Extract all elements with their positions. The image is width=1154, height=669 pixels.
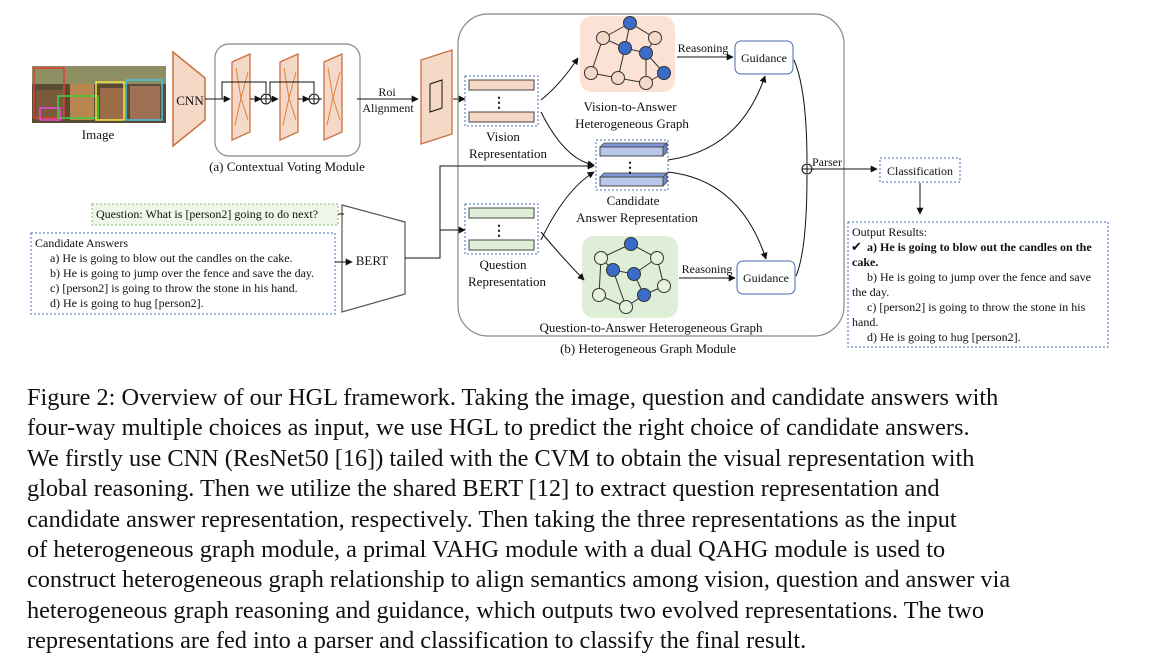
candidate-answer-c: c) [person2] is going to throw the stone… — [50, 281, 298, 295]
caption-line: construct heterogeneous graph relationsh… — [27, 566, 1011, 594]
cvm-voting-planes — [231, 52, 343, 142]
output-answer-b-1: b) He is going to jump over the fence an… — [867, 270, 1091, 284]
image-label: Image — [82, 127, 115, 142]
reasoning-label-top: Reasoning — [678, 41, 729, 55]
caption-line: four-way multiple choices as input, we u… — [27, 414, 970, 442]
guidance-label-top: Guidance — [741, 51, 787, 65]
question-rep-bar-2 — [468, 239, 535, 251]
caption-line: of heterogeneous graph module, a primal … — [27, 536, 946, 564]
vision-rep-bar-1 — [468, 79, 535, 91]
roi-label-1: Roi — [378, 85, 396, 99]
caption-line: candidate answer representation, respect… — [27, 505, 957, 533]
output-answer-d: d) He is going to hug [person2]. — [867, 330, 1021, 344]
candidate-rep-bar-2 — [599, 176, 664, 187]
vision-rep-box — [464, 75, 539, 127]
question-text: Question: What is [person2] going to do … — [96, 207, 318, 221]
candidate-rep-label-2: Answer Representation — [576, 210, 698, 225]
cvm-flow — [205, 81, 322, 105]
qahg-label: Question-to-Answer Heterogeneous Graph — [539, 320, 763, 335]
question-rep-label-1: Question — [480, 257, 527, 272]
parser-label: Parser — [812, 155, 842, 169]
vision-rep-dots: ⋮ — [492, 96, 506, 111]
output-answer-b-2: the day. — [852, 285, 889, 299]
caption-line: heterogeneous graph reasoning and guidan… — [27, 596, 984, 624]
classification-box — [879, 157, 961, 183]
output-results-box — [847, 221, 1109, 348]
question-rep-bar-1 — [468, 207, 535, 219]
vision-rep-label-1: Vision — [486, 129, 520, 144]
output-answer-a-2: cake. — [852, 255, 878, 269]
cvm-box — [214, 43, 361, 157]
output-answer-c-1: c) [person2] is going to throw the stone… — [867, 300, 1086, 314]
hgm-box — [457, 13, 845, 337]
roi-label-2: Alignment — [362, 101, 414, 115]
candidate-answer-a: a) He is going to blow out the candles o… — [50, 251, 293, 265]
hgm-connectors — [540, 53, 878, 282]
bert-outputs — [405, 162, 595, 259]
qahg-graph — [582, 236, 678, 318]
cvm-label: (a) Contextual Voting Module — [209, 159, 365, 174]
guidance-box-bottom — [736, 260, 796, 295]
candidate-answers-title: Candidate Answers — [35, 236, 128, 250]
candidate-rep-bar-1 — [599, 146, 664, 157]
bert-label: BERT — [356, 253, 389, 268]
hgm-label: (b) Heterogeneous Graph Module — [560, 341, 736, 356]
caption-line: We firstly use CNN (ResNet50 [16]) taile… — [27, 444, 975, 472]
cnn-label: CNN — [176, 93, 204, 108]
candidate-rep-dots: ⋮ — [623, 161, 637, 176]
output-check-icon: ✔ — [851, 239, 862, 254]
candidate-answers-box — [30, 232, 336, 315]
vahg-graph — [580, 16, 675, 92]
question-rep-label-2: Representation — [468, 274, 546, 289]
input-image — [32, 66, 166, 123]
candidate-answer-b: b) He is going to jump over the fence an… — [50, 266, 314, 280]
guidance-box-top — [734, 40, 794, 75]
output-results-title: Output Results: — [852, 225, 927, 239]
vahg-label-2: Heterogeneous Graph — [575, 116, 689, 131]
vision-rep-label-2: Representation — [469, 146, 547, 161]
cnn-block — [172, 50, 206, 148]
candidate-rep-box — [595, 139, 669, 191]
guidance-label-bottom: Guidance — [743, 271, 789, 285]
classification-label: Classification — [887, 164, 953, 178]
caption-line: Figure 2: Overview of our HGL framework.… — [27, 384, 999, 411]
question-rep-dots: ⋮ — [492, 224, 506, 239]
figure-caption: Figure 2: Overview of our HGL framework.… — [27, 383, 1127, 657]
bert-block — [341, 204, 406, 313]
vision-rep-bar-2 — [468, 111, 535, 123]
caption-line: global reasoning. Then we utilize the sh… — [27, 475, 940, 503]
output-answer-c-2: hand. — [852, 315, 878, 329]
candidate-answer-d: d) He is going to hug [person2]. — [50, 296, 204, 310]
framework-diagram: Image CNN (a) Contextual Voting Module R… — [30, 13, 1109, 356]
output-answer-a-1: a) He is going to blow out the candles o… — [867, 240, 1092, 254]
candidate-rep-label-1: Candidate — [607, 193, 660, 208]
roi-feature-plane — [420, 49, 453, 145]
reasoning-label-bottom: Reasoning — [682, 262, 733, 276]
vahg-label-1: Vision-to-Answer — [583, 99, 677, 114]
caption-line: representations are fed into a parser an… — [27, 627, 807, 655]
